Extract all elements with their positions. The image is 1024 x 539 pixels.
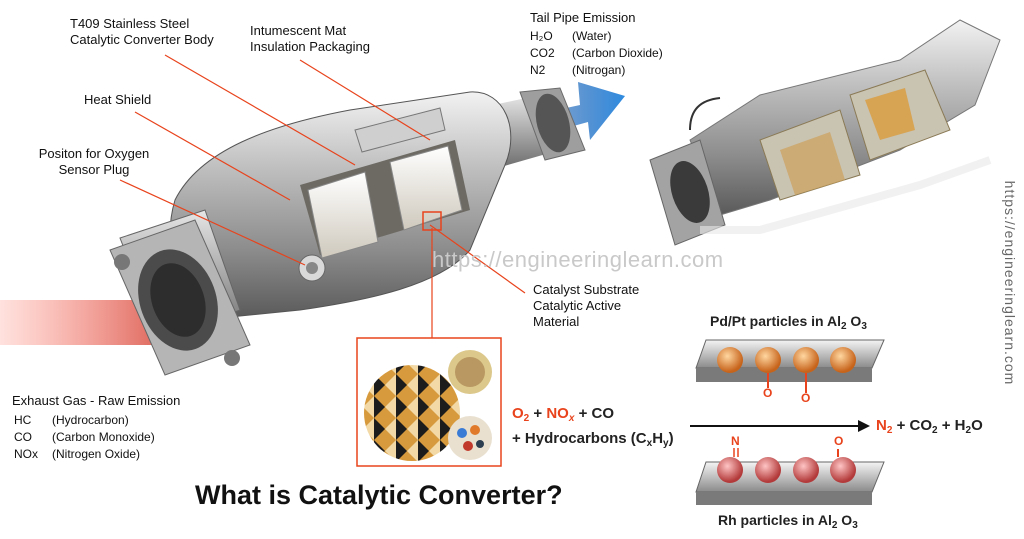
exhaust-formula: CO [14, 430, 32, 444]
cutaway-illustration [649, 19, 1001, 246]
hc-text: + Hydrocarbons (C [512, 430, 647, 447]
leader-lines [119, 54, 526, 338]
hc-y: y [663, 438, 669, 449]
pd-particles-label: Pd/Pt particles in Al2 O3 [710, 313, 867, 332]
o2-text: O [512, 405, 524, 422]
tailpipe-name: (Nitrogan) [572, 63, 626, 77]
label-intumescent-mat: Intumescent Mat Insulation Packaging [250, 23, 370, 55]
tailpipe-formula: N2 [530, 63, 546, 77]
watermark: https://engineeringlearn.com [432, 247, 724, 272]
label-catalyst-substrate: Catalyst Substrate Catalytic Active Mate… [533, 282, 639, 330]
label-catalyst-substrate-text: Catalyst Substrate Catalytic Active Mate… [533, 282, 640, 329]
hc-close: ) [668, 430, 674, 447]
pd-label-text: Pd/Pt particles in Al [710, 313, 841, 329]
rh-support [695, 448, 885, 505]
exhaust-name: (Carbon Monoxide) [52, 430, 155, 444]
reaction-line-2: + Hydrocarbons (CxHy) [512, 429, 674, 454]
reaction-line-1: O2 + NOx + CO [512, 404, 674, 429]
converter-illustration [109, 87, 586, 376]
leader-substrate [429, 224, 526, 294]
n2-sub: 2 [886, 425, 893, 436]
tailpipe-heading: Tail Pipe Emission [530, 10, 636, 25]
plus-sign: + [533, 405, 543, 422]
oxygen-marker: O [834, 434, 844, 448]
tailpipe-row: N2 (Nitrogan) [530, 62, 663, 79]
exhaust-row: NOx (Nitrogen Oxide) [14, 446, 155, 463]
nox-text: NO [546, 405, 569, 422]
exhaust-row: HC (Hydrocarbon) [14, 412, 155, 429]
leader-shield [134, 111, 291, 201]
exhaust-name: (Hydrocarbon) [52, 413, 129, 427]
exhaust-row: CO (Carbon Monoxide) [14, 429, 155, 446]
nitrogen-marker: N [731, 434, 740, 448]
rh-label-text: Rh particles in Al [718, 512, 832, 528]
pd-support [695, 339, 885, 393]
exhaust-formula: HC [14, 413, 32, 427]
co2-text: + CO [896, 417, 933, 434]
label-heat-shield: Heat Shield [84, 92, 152, 107]
co-text: + CO [578, 405, 615, 422]
label-oxygen-sensor: Positon for Oxygen Sensor Plug [14, 146, 174, 178]
rh-label-o: O [841, 512, 853, 528]
exhaust-name: (Nitrogen Oxide) [52, 447, 141, 461]
tailpipe-row: CO2 (Carbon Dioxide) [530, 45, 663, 62]
pd-label-sub: 2 [840, 321, 847, 332]
hc-x: x [646, 438, 653, 449]
oxygen-marker: O [763, 386, 773, 400]
label-converter-body: T409 Stainless Steel Catalytic Converter… [70, 16, 214, 48]
rh-particles-label: Rh particles in Al2 O3 [718, 512, 858, 531]
honeycomb-detail [364, 350, 492, 461]
label-oxygen-sensor-text: Positon for Oxygen Sensor Plug [38, 146, 150, 177]
rh-label-o-sub: 3 [852, 520, 858, 531]
tailpipe-formula: H₂O [530, 29, 553, 43]
tailpipe-name: (Carbon Dioxide) [572, 46, 663, 60]
label-intumescent-mat-text: Intumescent Mat Insulation Packaging [250, 23, 370, 54]
pd-label-o-sub: 3 [861, 321, 867, 332]
reaction-products: N2 + CO2 + H2O [876, 416, 983, 441]
label-converter-body-text: T409 Stainless Steel Catalytic Converter… [70, 16, 214, 47]
h2o-sub: 2 [965, 425, 972, 436]
n2-text: N [876, 417, 887, 434]
h2o-text: + H [941, 417, 966, 434]
tailpipe-list: H₂O (Water) CO2 (Carbon Dioxide) N2 (Nitrog… [530, 28, 663, 79]
vertical-url: https://engineeringlearn.com [1000, 180, 1020, 390]
exhaust-formula: NOx [14, 447, 38, 461]
tailpipe-formula: CO2 [530, 46, 555, 60]
leader-body [164, 54, 356, 166]
leader-mat [299, 59, 431, 141]
tailpipe-name: (Water) [572, 29, 612, 43]
o2-sub: 2 [523, 413, 530, 424]
nox-sub: x [568, 413, 575, 424]
exhaust-heading: Exhaust Gas - Raw Emission [12, 393, 181, 408]
vertical-url-text: https://engineeringlearn.com [1002, 180, 1018, 386]
page-title: What is Catalytic Converter? [195, 480, 563, 510]
rh-label-sub: 2 [831, 520, 838, 531]
reaction-reactants: O2 + NOx + CO + Hydrocarbons (CxHy) [512, 404, 674, 454]
co2-sub: 2 [932, 425, 938, 436]
exhaust-list: HC (Hydrocarbon) CO (Carbon Monoxide) NOx (… [14, 412, 155, 463]
tailpipe-row: H₂O (Water) [530, 28, 663, 45]
pd-label-o: O [850, 313, 862, 329]
leader-sensor [119, 179, 306, 266]
substrate-zoom-marker [422, 211, 442, 231]
hc-h: H [652, 430, 664, 447]
h2o-o: O [971, 417, 983, 434]
oxygen-marker: O [801, 391, 811, 405]
